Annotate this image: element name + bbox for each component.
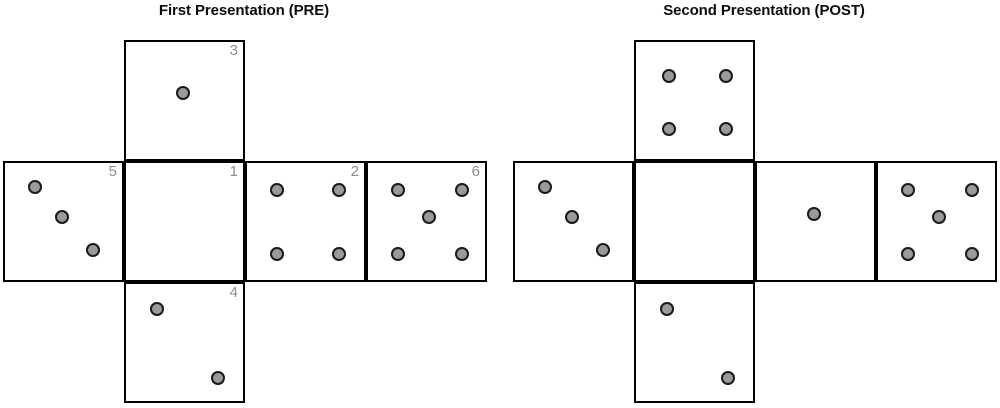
pip [538,180,553,195]
cube-face-bottom-face: 4 [124,282,245,403]
pip [391,246,406,261]
cube-face-row-face-4 [876,161,997,282]
pip [965,182,980,197]
cube-face-top-face [634,40,755,161]
pip [965,246,980,261]
cube-face-row-face-2: 1 [124,161,245,282]
pip [661,122,676,137]
cube-net-pre: 3 5 1 2 6 4 [3,40,487,403]
cube-face-top-face: 3 [124,40,245,161]
pip [421,210,436,225]
pip [391,182,406,197]
cube-face-row-face-1 [513,161,634,282]
pip [210,371,225,386]
face-number-label: 3 [229,42,238,59]
pip [455,246,470,261]
panel-title-pre: First Presentation (PRE) [158,2,330,19]
pip [596,243,611,258]
face-number-label: 6 [471,163,480,180]
pip [901,246,916,261]
pip [331,182,346,197]
cube-face-row-face-4: 6 [366,161,487,282]
pip [270,182,285,197]
pip [28,180,43,195]
face-number-label: 2 [350,163,359,180]
panel-pre: First Presentation (PRE) 3 5 1 2 6 4 [3,2,487,403]
cube-net-post [500,0,1000,408]
pip [718,122,733,137]
pip [175,85,190,100]
pip [720,371,735,386]
pip [564,210,579,225]
pip [86,243,101,258]
face-number-label: 1 [229,163,238,180]
pip [718,68,733,83]
cube-face-row-face-1: 5 [3,161,124,282]
pip [660,302,675,317]
pip [901,182,916,197]
cube-face-row-face-3 [755,161,876,282]
cube-face-row-face-2 [634,161,755,282]
cube-face-row-face-3: 2 [245,161,366,282]
cube-face-bottom-face [634,282,755,403]
pip [54,210,69,225]
face-number-label: 5 [108,163,117,180]
pip [150,302,165,317]
pip [806,206,821,221]
face-number-label: 4 [229,284,238,301]
panel-post: Second Presentation (POST) [500,0,1000,408]
pip [931,210,946,225]
pip [331,246,346,261]
panel-title-post: Second Presentation (POST) [663,2,865,19]
pip [455,182,470,197]
pip [661,68,676,83]
pip [270,246,285,261]
